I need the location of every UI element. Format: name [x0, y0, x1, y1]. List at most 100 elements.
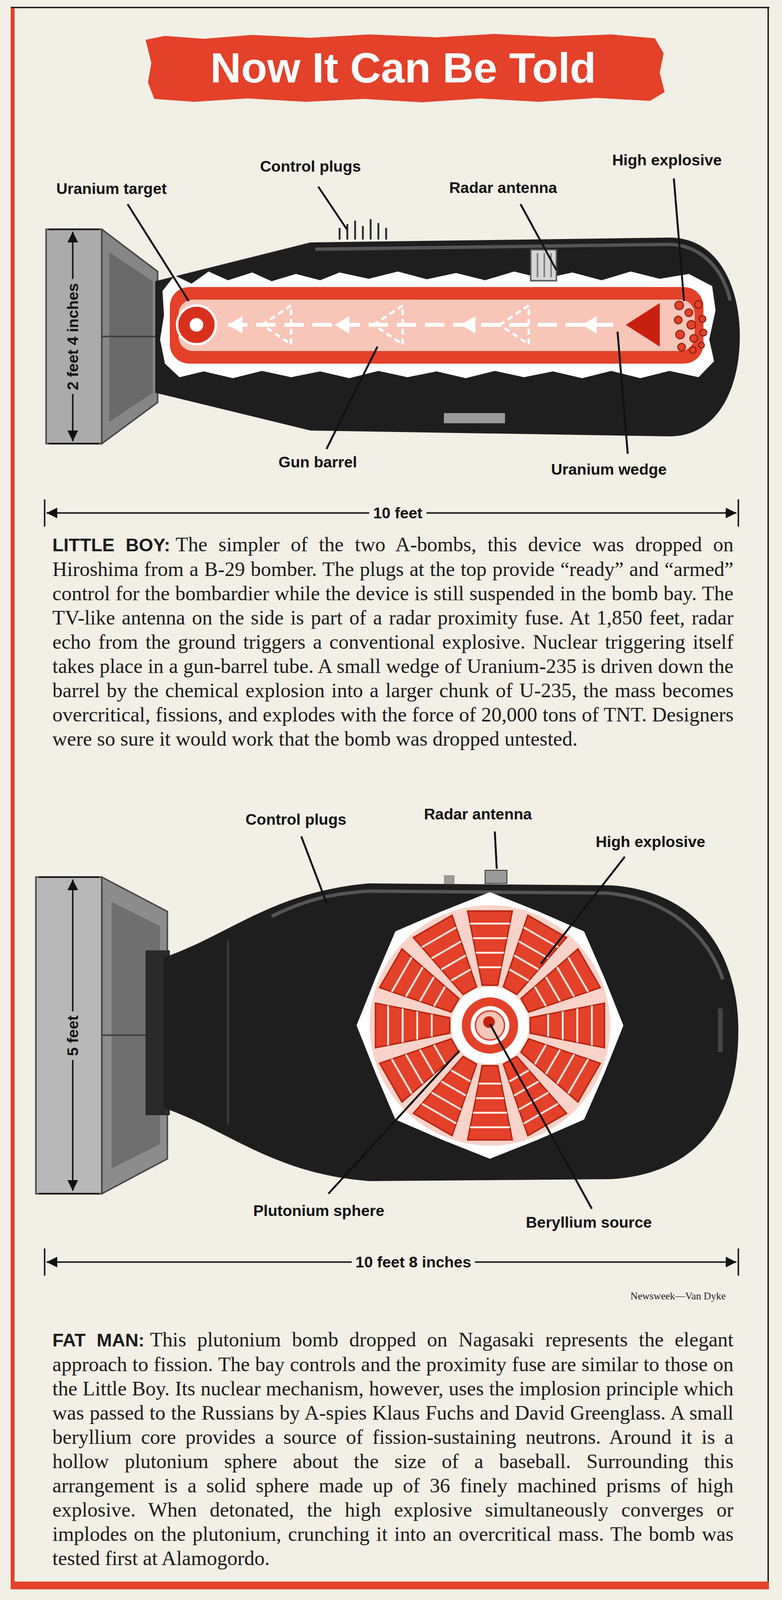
part-label: Radar antenna [447, 178, 559, 197]
little-boy-bomb [686, 320, 696, 330]
little-boy-bomb [369, 219, 372, 240]
little-boy-bomb [261, 305, 292, 345]
part-label: High explosive [610, 150, 724, 170]
frame-rule [10, 1582, 769, 1591]
dimension-line [48, 443, 100, 445]
fat-man-bomb [375, 1003, 450, 1049]
part-label: Beryllium source [523, 1213, 654, 1233]
little-boy-bomb [46, 219, 740, 444]
leader-line [127, 178, 685, 455]
little-boy-bomb [443, 413, 506, 424]
little-boy-bomb [460, 316, 476, 334]
frame-rule [10, 6, 15, 1591]
dimension-line [44, 1249, 46, 1277]
little-boy-bomb [550, 253, 553, 278]
title-text: Now It Can Be Told [210, 44, 596, 92]
little-boy-bomb [228, 316, 243, 334]
fat-man-bomb [35, 870, 739, 1195]
paragraph-text: This plutonium bomb dropped on Nagasaki … [52, 1329, 734, 1571]
little-boy-bomb [177, 305, 216, 345]
leader-line [494, 831, 497, 870]
leader-line [326, 346, 378, 450]
dimension-line [737, 499, 740, 527]
fat-man-bomb [35, 877, 102, 1195]
fat-man-bomb [530, 1003, 605, 1049]
little-boy-bomb [377, 223, 380, 240]
little-boy-bomb [385, 228, 388, 240]
little-boy-bomb [46, 229, 102, 444]
little-boy-bomb [698, 342, 705, 349]
little-boy-bomb [689, 346, 697, 354]
fat-man-bomb [485, 870, 507, 884]
fat-man-bomb [163, 883, 739, 1182]
little-boy-bomb [699, 315, 706, 323]
little-boy-bomb [346, 224, 349, 240]
little-boy-bomb [228, 323, 617, 327]
dimension-label: 10 feet 8 inches [351, 1253, 475, 1272]
leader-line [301, 831, 625, 1210]
dimension-line [44, 499, 46, 527]
leader-line [520, 204, 557, 271]
dimension-line [38, 877, 100, 879]
little-boy-bomb [689, 334, 698, 343]
frame-rule [767, 6, 769, 1591]
little-boy-bomb [169, 287, 704, 364]
little-boy-bomb [537, 253, 539, 278]
leader-line [127, 204, 189, 302]
title-banner [145, 33, 665, 103]
fat-man-bomb [227, 941, 229, 1126]
little-boy-bomb [694, 300, 703, 309]
little-boy-bomb [178, 299, 695, 352]
little-boy-bomb [338, 228, 341, 240]
paragraph-heading: LITTLE BOY: [52, 535, 171, 556]
dimension-line [38, 1193, 100, 1196]
fat-man-bomb [443, 875, 455, 885]
little-boy-bomb [499, 305, 529, 345]
part-label: Plutonium sphere [251, 1202, 387, 1221]
leader-line [328, 1051, 460, 1195]
little-boy-bomb [189, 318, 204, 332]
little-boy-bomb [677, 343, 686, 352]
part-label: Radar antenna [422, 805, 534, 824]
little-boy-bomb [675, 330, 685, 340]
little-boy-bomb [700, 329, 707, 337]
little-boy-bomb [373, 305, 403, 345]
part-label: Uranium target [54, 179, 169, 198]
little-boy-bomb [361, 226, 364, 240]
little-boy-bomb [674, 301, 684, 310]
description-paragraph: FAT MAN:This plutonium bomb dropped on N… [52, 1328, 734, 1572]
dimension-label: 2 feet 4 inches [63, 279, 82, 395]
dimension-line [48, 228, 100, 231]
little-boy-bomb [160, 271, 716, 379]
little-boy-bomb [625, 303, 660, 347]
page-frame [10, 6, 770, 1591]
paragraph-text: The simpler of the two A-bombs, this dev… [52, 533, 734, 751]
leader-line [673, 178, 685, 302]
fat-man-bomb [483, 1016, 495, 1029]
fat-man-bomb [717, 1009, 723, 1053]
little-boy-bomb [101, 336, 158, 338]
dimension-line [38, 877, 739, 1277]
part-label: Control plugs [243, 810, 349, 830]
credit-line: Newsweek—Van Dyke [629, 1290, 727, 1304]
leader-line [617, 331, 628, 455]
little-boy-bomb [582, 316, 597, 334]
little-boy-bomb [543, 253, 546, 278]
little-boy-bomb [674, 316, 683, 325]
leader-line [301, 836, 327, 904]
fat-man-bomb [467, 1066, 513, 1141]
little-boy-bomb [155, 237, 740, 437]
part-label: Gun barrel [276, 453, 359, 472]
dimension-line [737, 1249, 740, 1277]
little-boy-bomb [530, 249, 557, 281]
dimension-label: 10 feet [369, 504, 426, 523]
leader-line [318, 186, 347, 230]
leader-line [489, 1024, 592, 1210]
part-label: Uranium wedge [549, 460, 669, 479]
leader-line [540, 857, 625, 965]
dimension-label: 5 feet [63, 1011, 82, 1061]
little-boy-bomb [101, 229, 158, 444]
frame-rule [10, 6, 770, 9]
